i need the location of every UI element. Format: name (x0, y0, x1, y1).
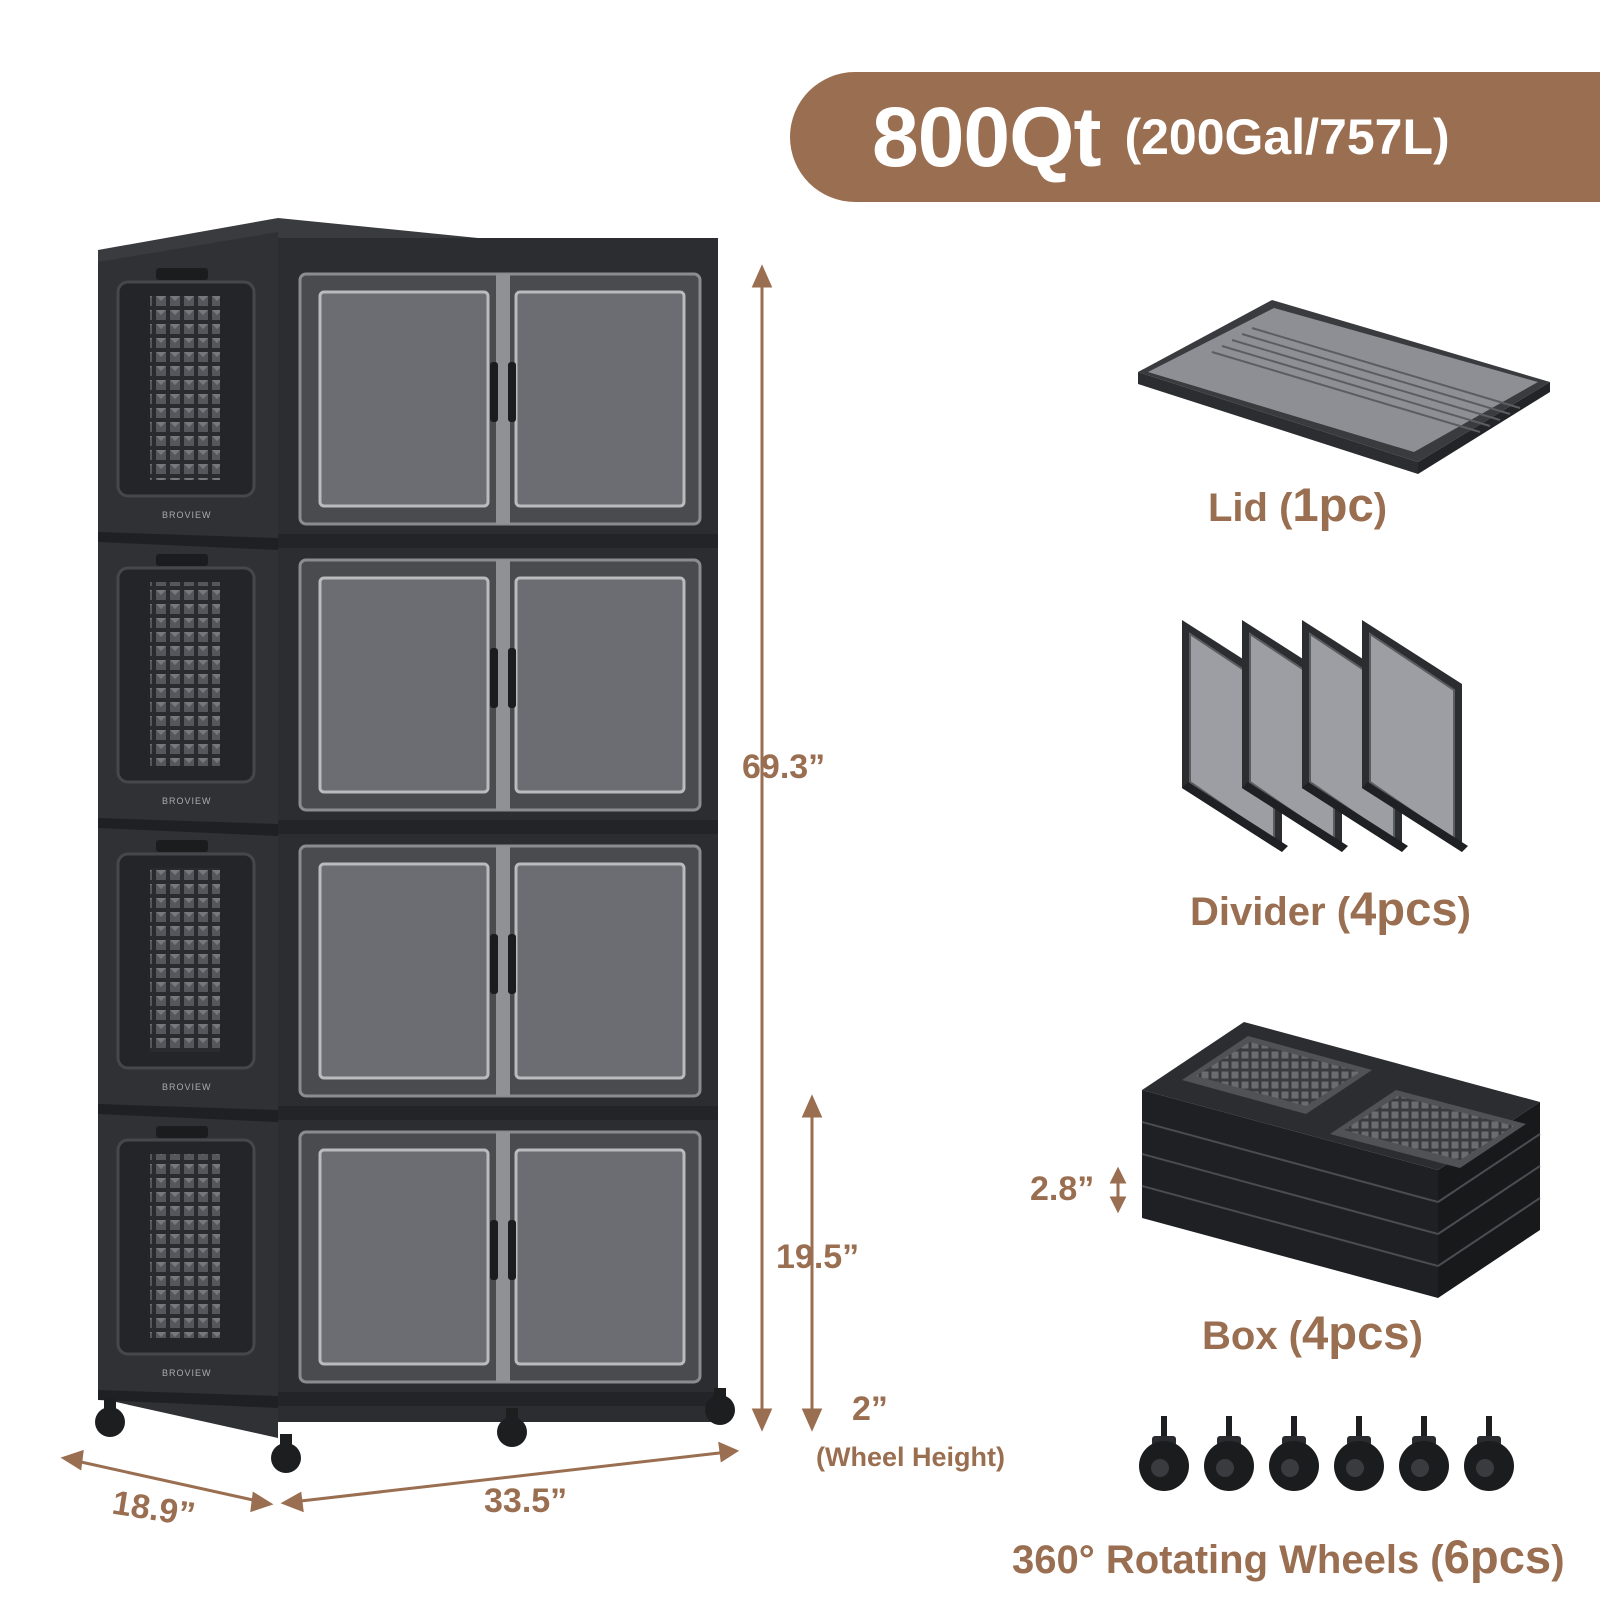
capacity-sub: (200Gal/757L) (1124, 109, 1450, 165)
folded-boxes-illustration (1141, 1022, 1541, 1298)
divider-label: Divider (4pcs) (1190, 883, 1471, 936)
cabinet-casters (95, 1388, 735, 1473)
caster-wheel (1464, 1416, 1514, 1491)
caster-wheel (1269, 1416, 1319, 1491)
box-label: Box (4pcs) (1202, 1307, 1423, 1360)
capacity-banner: 800Qt (200Gal/757L) (790, 72, 1600, 202)
caster-wheel (1334, 1416, 1384, 1491)
wheels-illustration (1139, 1416, 1514, 1491)
caster-wheel (1204, 1416, 1254, 1491)
divider-panel (1362, 620, 1468, 852)
dividers-illustration (1182, 620, 1468, 852)
brand-mark: BROVIEW (162, 796, 212, 806)
lid-label: Lid (1pc) (1208, 479, 1388, 532)
cabinet-tier (98, 268, 718, 550)
height-total-label: 69.3” (742, 748, 826, 786)
brand-mark: BROVIEW (162, 510, 212, 520)
caster-wheel (1399, 1416, 1449, 1491)
box-height-label: 19.5” (776, 1238, 860, 1276)
brand-mark: BROVIEW (162, 1082, 212, 1092)
capacity-main: 800Qt (872, 89, 1101, 184)
folded-height-label: 2.8” (1030, 1170, 1095, 1208)
cabinet-tier (98, 840, 718, 1122)
wheel-height-label: 2” (852, 1390, 888, 1428)
cabinet-tier (98, 1126, 718, 1408)
storage-cabinet (98, 218, 718, 1438)
lid-illustration (1138, 300, 1550, 474)
wheels-label: 360° Rotating Wheels (6pcs) (1012, 1531, 1565, 1584)
wheel-height-note: (Wheel Height) (816, 1442, 1005, 1472)
brand-mark: BROVIEW (162, 1368, 212, 1378)
caster-wheel (1139, 1416, 1189, 1491)
width-label: 33.5” (484, 1482, 568, 1520)
cabinet-tier (98, 554, 718, 836)
dimension-lines (60, 264, 1127, 1513)
